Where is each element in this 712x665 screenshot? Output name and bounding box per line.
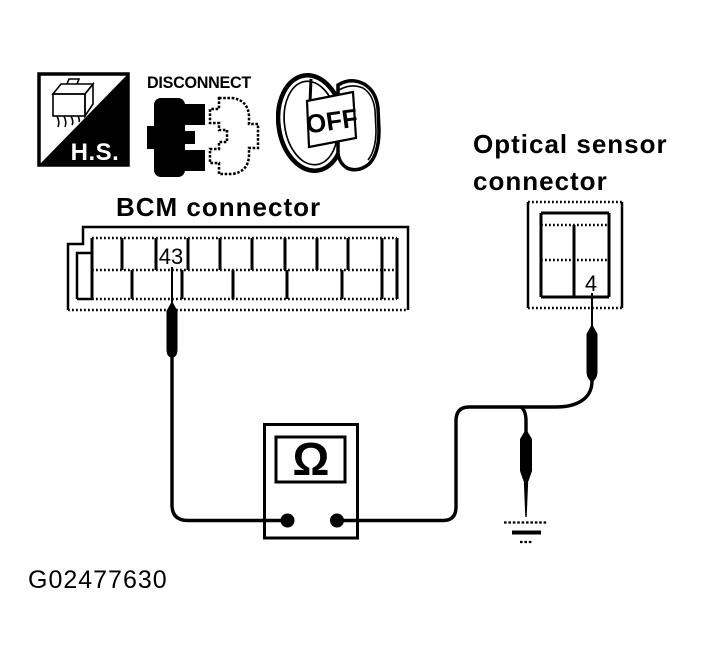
optical-connector-title-line2: connector	[473, 166, 608, 196]
disconnect-connectors-icon	[147, 96, 260, 177]
connector-sketch-icon	[51, 78, 95, 128]
optical-connector-title-line1: Optical sensor	[473, 129, 668, 159]
disconnect-female-half	[208, 96, 260, 176]
bcm-connector-title: BCM connector	[116, 192, 322, 222]
disconnect-badge: DISCONNECT	[147, 73, 265, 186]
ohmmeter-display	[274, 435, 347, 484]
hs-badge-label: H.S.	[71, 139, 120, 166]
ground-icon	[504, 521, 548, 544]
lead-meter-to-optical	[335, 379, 594, 523]
bcm-outer-outline	[66, 225, 410, 310]
meter-terminal-right	[330, 513, 344, 528]
ignition-key-off-icon: OFF	[276, 73, 381, 173]
bcm-grid-horizontals	[92, 236, 397, 301]
bcm-left-tab	[75, 251, 92, 301]
test-leads	[166, 267, 598, 528]
optical-connector-title: Optical sensor connector	[473, 126, 668, 200]
optical-probe	[586, 324, 598, 382]
ground-probe-needle	[523, 481, 529, 517]
meter-terminal-left	[280, 513, 295, 528]
optical-grid-horizontals	[541, 223, 609, 262]
ground-probe	[520, 429, 532, 481]
bcm-pin-43-label: 43	[159, 244, 183, 269]
figure-id: G02477630	[28, 566, 168, 594]
bcm-top-row-dividers	[120, 238, 350, 270]
bcm-bottom-row-dividers	[130, 238, 384, 299]
optical-inner-frame	[539, 211, 611, 297]
lead-bcm-to-meter	[170, 355, 289, 523]
bcm-grid-sides	[90, 238, 399, 299]
hs-badge-triangle	[40, 75, 127, 164]
ohm-symbol: Ω	[293, 433, 330, 485]
bcm-probe	[166, 301, 178, 358]
key-off-tag	[305, 90, 358, 149]
bcm-connector: 43	[66, 225, 410, 312]
optical-sensor-connector: 4	[526, 200, 624, 310]
optical-outer-sides	[526, 202, 624, 308]
key-shaft-line	[308, 78, 313, 103]
key-off-label: OFF	[304, 103, 360, 140]
key-bow-inner-line	[338, 85, 377, 161]
disconnect-male-half	[147, 98, 205, 177]
hs-badge-icon: H.S.	[37, 72, 130, 167]
optical-pin-4-label: 4	[585, 271, 597, 296]
lead-branch-to-ground	[519, 405, 528, 437]
disconnect-badge-label: DISCONNECT	[147, 73, 251, 92]
